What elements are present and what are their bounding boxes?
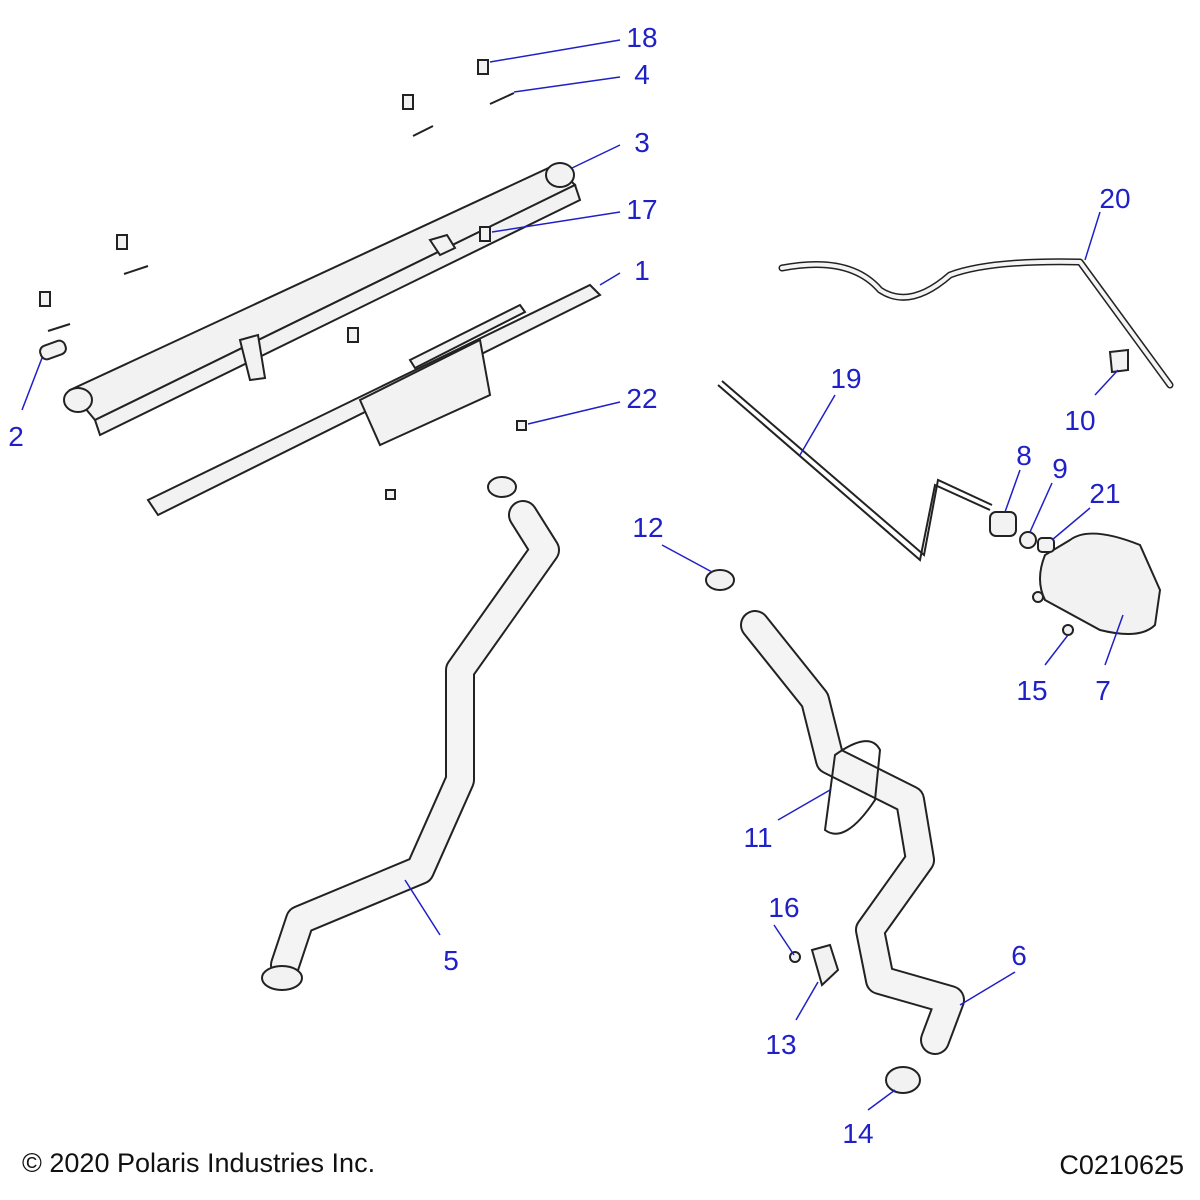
- callout-12: 12: [632, 512, 663, 543]
- lower-hose-part: [261, 476, 560, 991]
- callout-5: 5: [443, 945, 459, 976]
- callout-8: 8: [1016, 440, 1032, 471]
- vent-tube-part: [778, 258, 1174, 389]
- fasteners: [39, 59, 527, 500]
- upper-hose-part: [705, 569, 965, 1094]
- callout-11: 11: [743, 822, 772, 853]
- callout-16: 16: [768, 892, 799, 923]
- overflow-tube-part: [717, 380, 993, 562]
- radiator-bracket-part: [146, 283, 602, 517]
- callout-labels: 18 4 3 17 20 1 19 22 10 2 8 9 21 12 15 7…: [8, 22, 1130, 1149]
- callout-4: 4: [634, 59, 650, 90]
- copyright-text: © 2020 Polaris Industries Inc.: [22, 1148, 376, 1178]
- callout-9: 9: [1052, 453, 1068, 484]
- callout-22: 22: [626, 383, 657, 414]
- callout-19: 19: [830, 363, 861, 394]
- callout-10: 10: [1064, 405, 1095, 436]
- callout-20: 20: [1099, 183, 1130, 214]
- coolant-reservoir-part: [989, 511, 1162, 636]
- radiator-part: [63, 162, 582, 437]
- callout-2: 2: [8, 421, 24, 452]
- callout-17: 17: [626, 194, 657, 225]
- callout-3: 3: [634, 127, 650, 158]
- callout-15: 15: [1016, 675, 1047, 706]
- callout-18: 18: [626, 22, 657, 53]
- callout-13: 13: [765, 1029, 796, 1060]
- callout-7: 7: [1095, 675, 1111, 706]
- callout-6: 6: [1011, 940, 1027, 971]
- leader-lines: [21, 39, 1124, 1111]
- drawing-id: C0210625: [1059, 1150, 1184, 1180]
- callout-1: 1: [634, 255, 650, 286]
- callout-21: 21: [1089, 478, 1120, 509]
- callout-14: 14: [842, 1118, 873, 1149]
